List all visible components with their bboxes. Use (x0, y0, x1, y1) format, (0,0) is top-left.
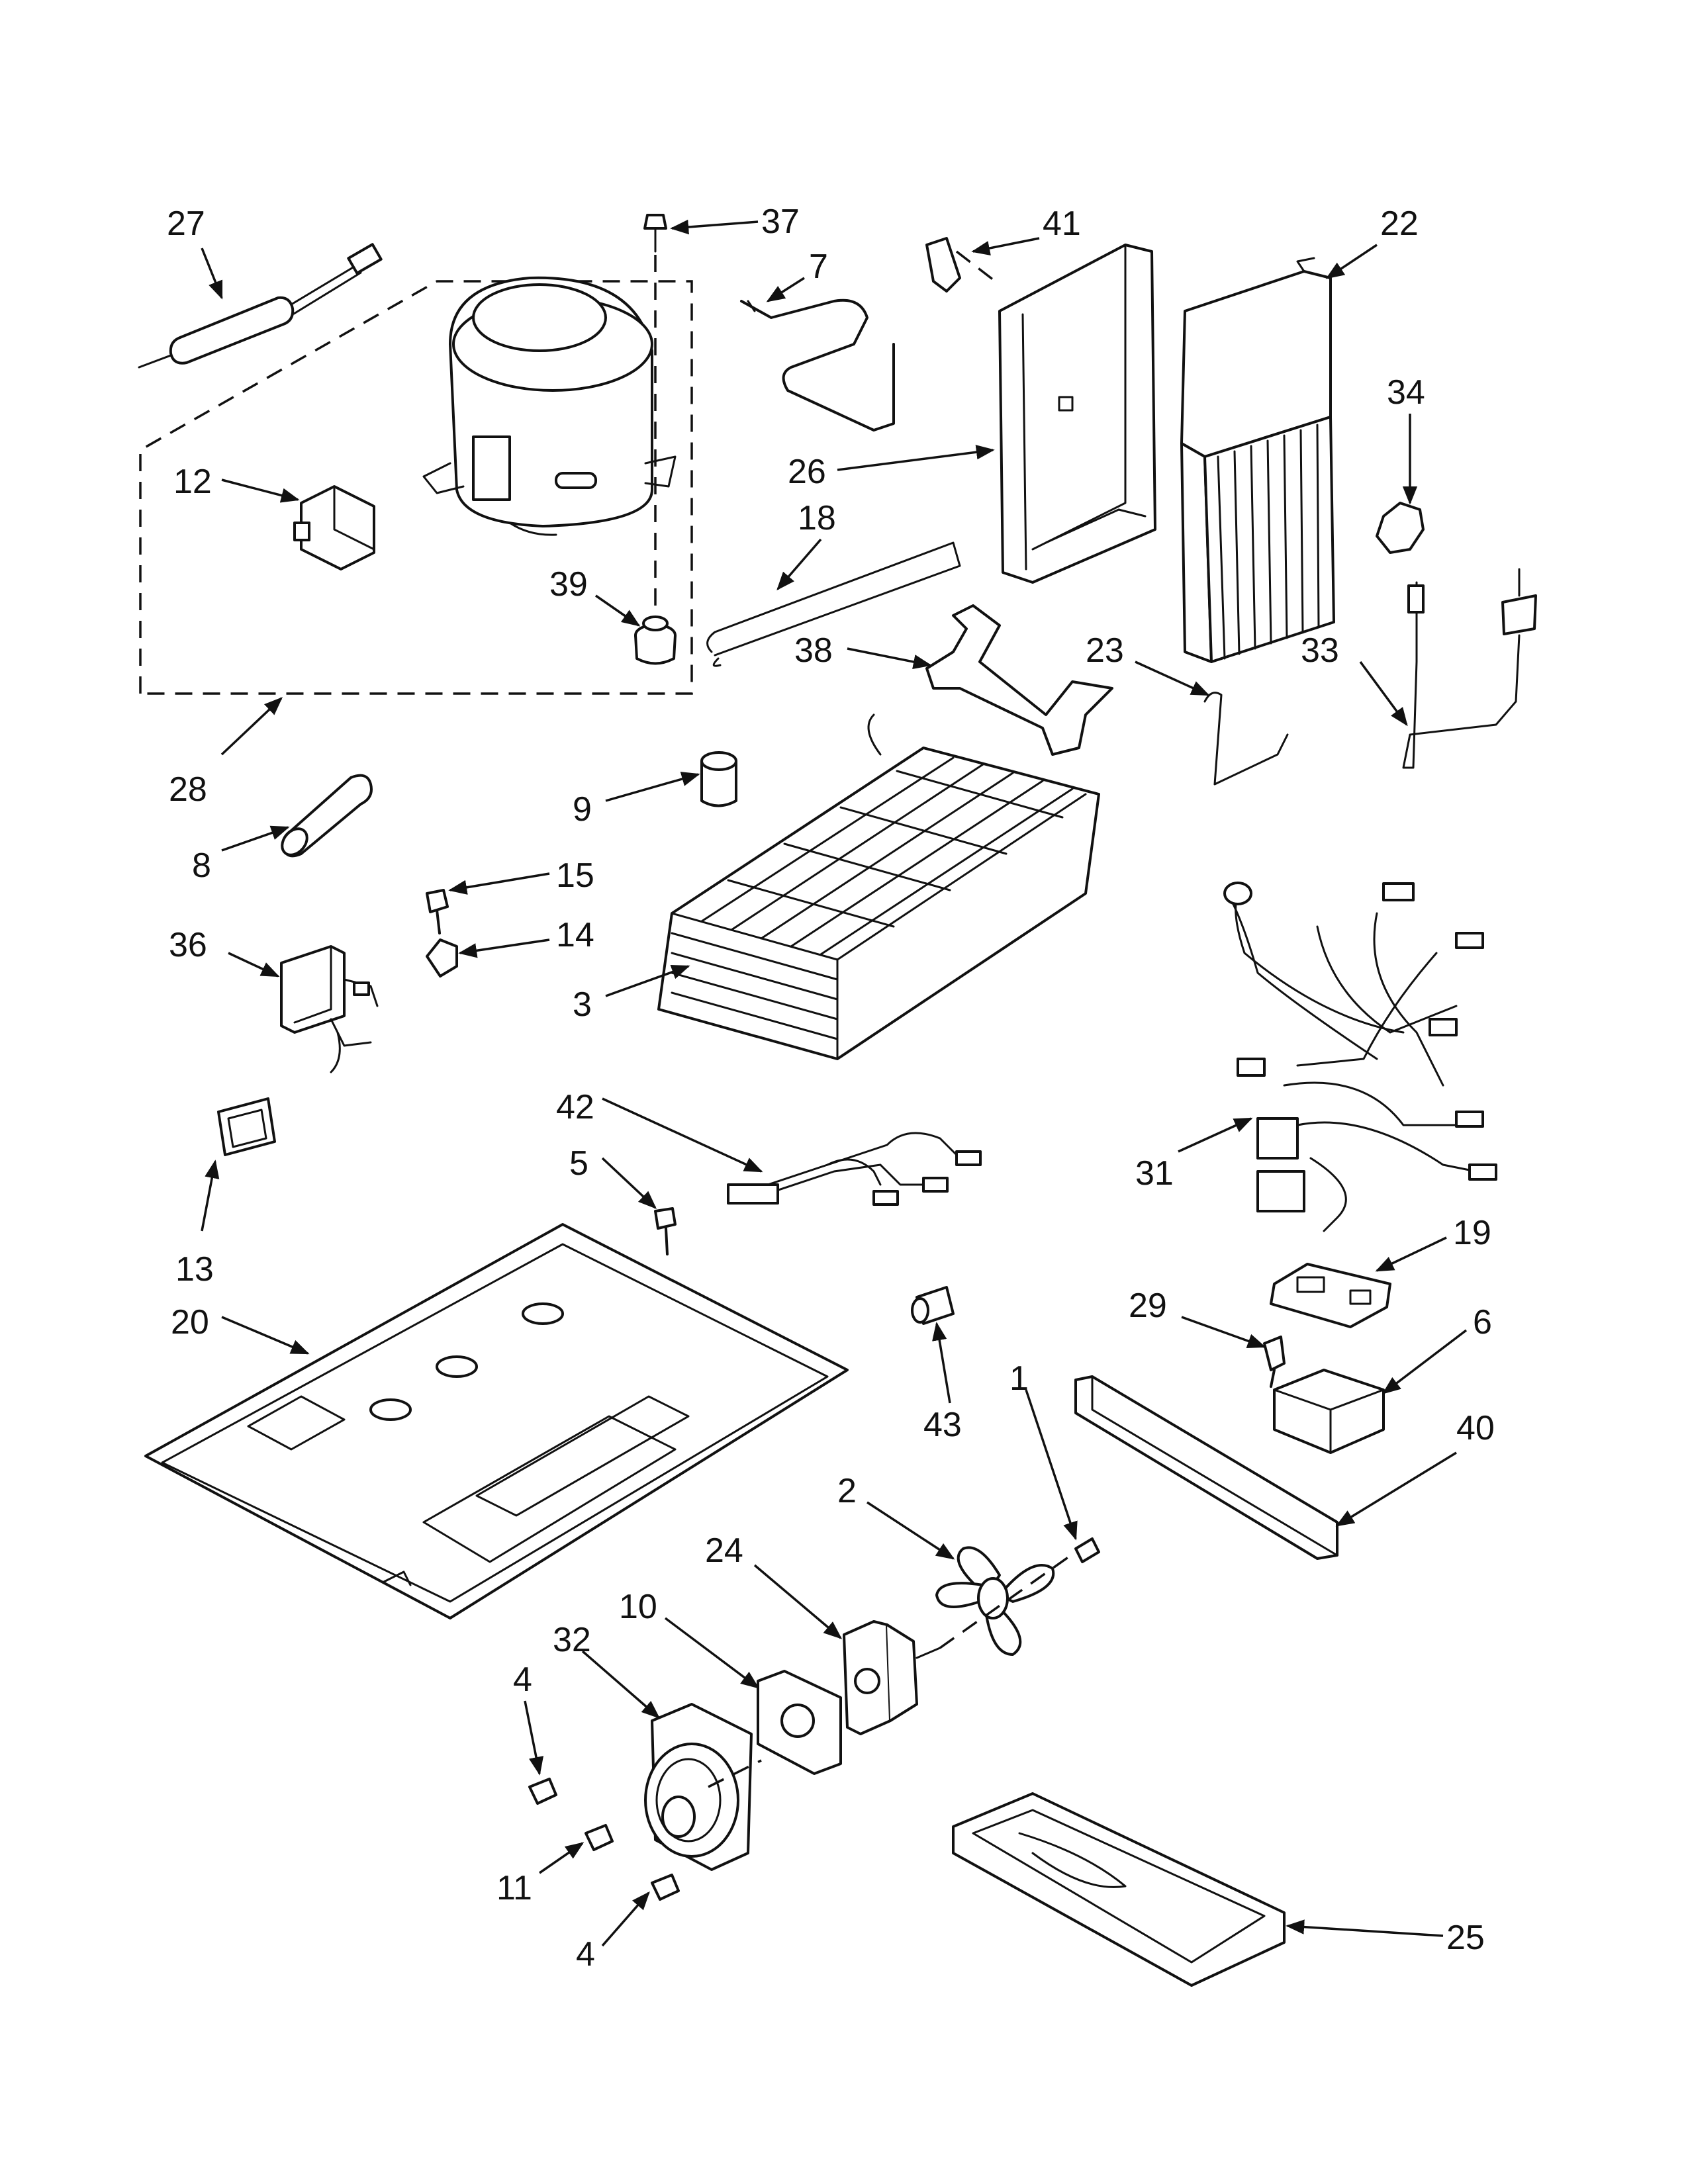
part-14-clip (426, 938, 458, 978)
callout-33: 33 (1301, 631, 1339, 670)
part-12-relay (293, 485, 375, 570)
part-41-clip (925, 237, 961, 293)
part-compressor (422, 276, 677, 536)
part-31-wire-harness (1223, 882, 1497, 1232)
part-22-condenser (1180, 257, 1335, 663)
callout-5: 5 (569, 1144, 588, 1183)
callout-15: 15 (556, 856, 594, 895)
callout-23: 23 (1086, 631, 1124, 670)
part-4-screw-upper (528, 1778, 557, 1805)
callout-28: 28 (169, 770, 207, 809)
callout-19: 19 (1453, 1214, 1491, 1252)
part-2-fan-blade (935, 1546, 1055, 1656)
part-19-control-board (1270, 1263, 1391, 1328)
callout-24: 24 (705, 1531, 743, 1570)
part-25-drain-pan (952, 1792, 1286, 1987)
callout-40: 40 (1456, 1409, 1495, 1447)
part-40-trim-strip (1074, 1375, 1338, 1560)
part-1-screw (1074, 1537, 1100, 1563)
part-37-screw (643, 214, 667, 253)
part-8-foam-plug (281, 774, 373, 858)
callout-8: 8 (192, 846, 211, 885)
callout-20: 20 (171, 1303, 209, 1342)
part-43-connector (911, 1286, 955, 1325)
part-7-tube (740, 298, 895, 432)
part-13-filter-card (217, 1097, 276, 1156)
part-15-screw (426, 889, 449, 934)
part-29-sensor (1263, 1336, 1286, 1388)
callout-25: 25 (1446, 1919, 1485, 1957)
part-4-screw-lower (651, 1874, 680, 1901)
part-27-drier (138, 243, 383, 369)
callout-10: 10 (619, 1588, 657, 1626)
callout-26: 26 (788, 453, 826, 491)
callout-36: 36 (169, 926, 207, 964)
callout-22: 22 (1380, 205, 1419, 243)
callout-2: 2 (837, 1472, 857, 1510)
callout-13: 13 (175, 1250, 214, 1289)
callout-27: 27 (167, 205, 205, 243)
part-34-clip (1376, 502, 1425, 554)
callout-6: 6 (1473, 1303, 1492, 1342)
part-42-harness (727, 1132, 982, 1206)
callout-4-lower: 4 (576, 1935, 595, 1974)
callout-7: 7 (809, 248, 828, 286)
part-36-transformer (280, 945, 379, 1073)
part-38-drain-hose (925, 604, 1113, 756)
part-9-capacitor (700, 751, 737, 807)
part-33-tubing (1402, 568, 1537, 769)
callout-42: 42 (556, 1088, 594, 1126)
part-24-fan-motor (843, 1620, 941, 1735)
callout-32: 32 (553, 1621, 591, 1659)
part-6-control-box (1273, 1369, 1385, 1454)
callout-3: 3 (573, 985, 592, 1024)
callout-11: 11 (496, 1869, 532, 1907)
callout-4-upper: 4 (513, 1661, 532, 1699)
callout-37: 37 (761, 203, 800, 241)
callout-34: 34 (1387, 373, 1425, 412)
part-10-gasket-plate (757, 1670, 842, 1775)
callout-14: 14 (556, 916, 594, 954)
callout-18: 18 (798, 499, 836, 537)
callout-12: 12 (173, 463, 212, 501)
callout-9: 9 (573, 790, 592, 829)
part-32-fan-bracket (644, 1703, 753, 1871)
part-20-base-plate (144, 1223, 849, 1619)
part-3-evaporator (657, 713, 1100, 1060)
callout-38: 38 (794, 631, 833, 670)
part-39-grommet (634, 615, 677, 665)
part-23-wire-hook (1203, 692, 1289, 786)
callout-41: 41 (1043, 205, 1081, 243)
callout-29: 29 (1129, 1287, 1167, 1325)
part-26-condenser-shroud (998, 244, 1156, 584)
part-5-screw (654, 1207, 677, 1255)
callout-39: 39 (549, 565, 588, 604)
part-18-rod (706, 541, 961, 657)
part-11-screw (585, 1824, 614, 1851)
callout-43: 43 (923, 1406, 962, 1444)
callout-1: 1 (1009, 1359, 1029, 1398)
callout-31: 31 (1135, 1154, 1174, 1193)
